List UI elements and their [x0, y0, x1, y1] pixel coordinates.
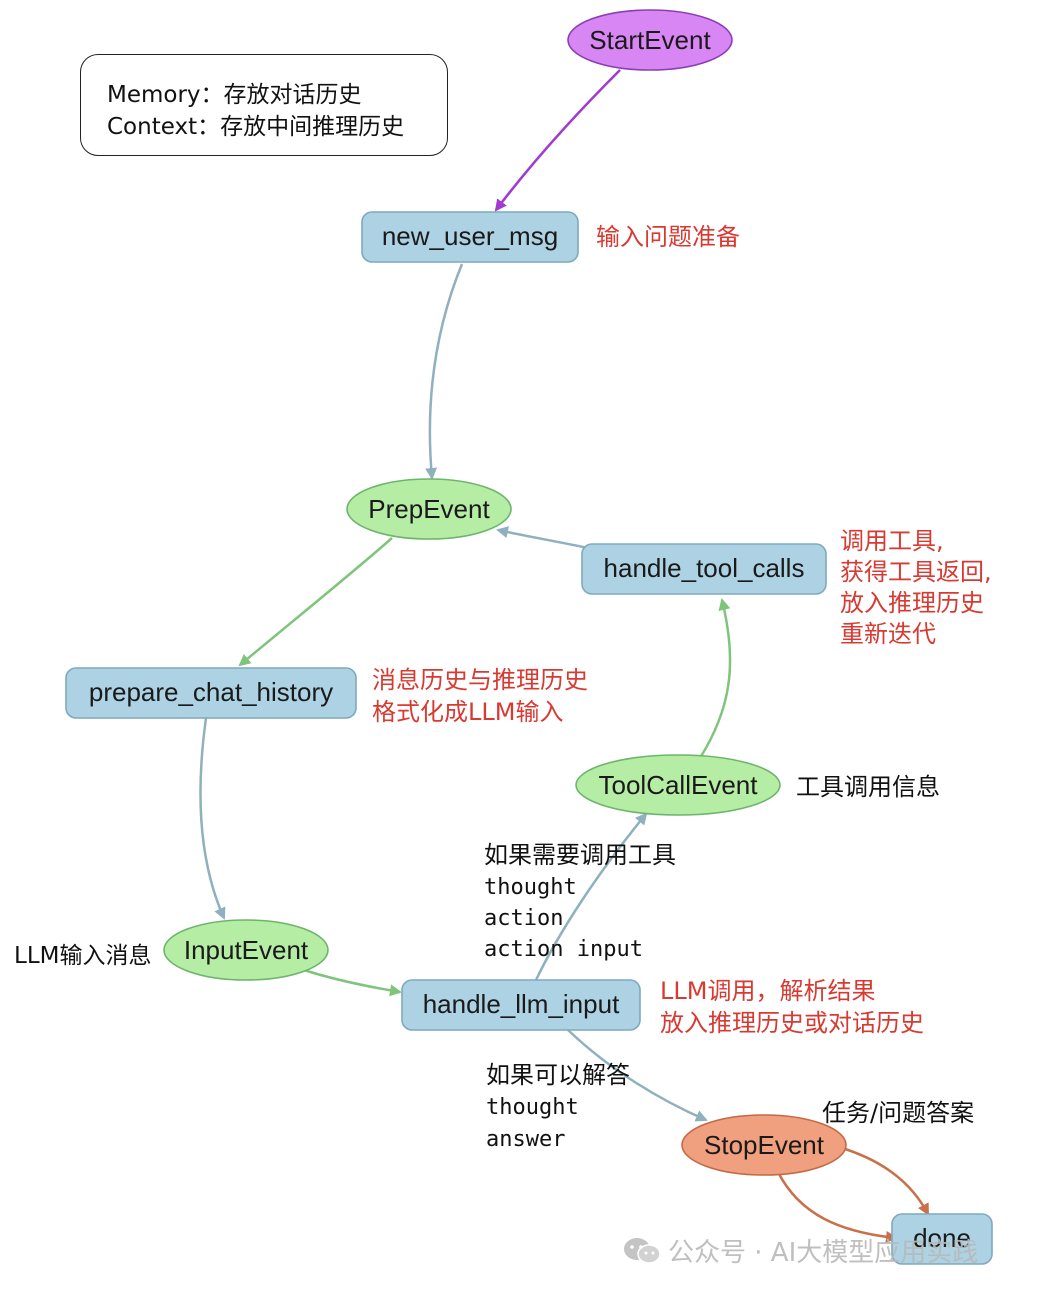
watermark: 公众号 · AI大模型应用实践: [668, 1238, 979, 1268]
edge-new-user-msg-to-prep: [425, 263, 464, 480]
edge-prep-to-prepare-chat: [238, 537, 393, 667]
svg-text:PrepEvent: PrepEvent: [368, 494, 490, 524]
svg-text:new_user_msg: new_user_msg: [382, 221, 558, 251]
svg-text:InputEvent: InputEvent: [184, 935, 309, 965]
memo-line-context: Context：存放中间推理历史: [107, 114, 405, 140]
branch-tool-action: action: [484, 906, 564, 931]
node-done: done: [891, 1213, 993, 1265]
note-tool-call-event: 工具调用信息: [796, 773, 940, 801]
edge-stop-to-done-b: [776, 1171, 898, 1243]
node-stop-event: StopEvent: [681, 1114, 847, 1176]
edge-input-to-handle-llm: [303, 968, 402, 997]
branch-answer-answer: answer: [486, 1127, 566, 1152]
edge-start-to-new-user-msg: [494, 69, 621, 212]
note-chat-history-2: 格式化成LLM输入: [372, 698, 564, 726]
svg-text:ToolCallEvent: ToolCallEvent: [599, 770, 759, 800]
edge-prepare-chat-to-input: [199, 717, 226, 920]
branch-tool-condition: 如果需要调用工具: [484, 841, 676, 869]
branch-tool-thought: thought: [484, 875, 577, 900]
note-llm-input-1: LLM调用，解析结果: [660, 977, 876, 1005]
node-new-user-msg: new_user_msg: [361, 211, 579, 263]
node-start-event: StartEvent: [567, 9, 733, 71]
edge-handle-llm-to-stop: [567, 1029, 708, 1122]
branch-tool-action-input: action input: [484, 937, 643, 962]
svg-text:handle_llm_input: handle_llm_input: [423, 989, 620, 1019]
memo-line-memory: Memory：存放对话历史: [107, 82, 362, 108]
node-tool-call-event: ToolCallEvent: [575, 754, 781, 816]
note-stop-event: 任务/问题答案: [822, 1099, 975, 1127]
node-prepare-chat-history: prepare_chat_history: [65, 667, 357, 719]
note-tool-calls-2: 获得工具返回,: [840, 558, 992, 586]
edge-handle-llm-to-toolcall: [534, 812, 648, 981]
wechat-icon: [624, 1238, 661, 1264]
branch-answer-thought: thought: [486, 1095, 579, 1120]
note-tool-calls-4: 重新迭代: [840, 620, 936, 648]
note-chat-history-1: 消息历史与推理历史: [372, 666, 588, 694]
note-input-event: LLM输入消息: [14, 943, 152, 969]
edge-handle-tool-to-prep: [496, 526, 589, 550]
edge-toolcall-to-handle-tool: [698, 598, 732, 759]
svg-text:StartEvent: StartEvent: [589, 25, 711, 55]
svg-text:handle_tool_calls: handle_tool_calls: [604, 553, 805, 583]
node-handle-llm-input: handle_llm_input: [401, 979, 641, 1031]
svg-text:done: done: [913, 1223, 971, 1253]
svg-text:StopEvent: StopEvent: [704, 1130, 825, 1160]
node-handle-tool-calls: handle_tool_calls: [581, 543, 827, 595]
node-input-event: InputEvent: [163, 919, 329, 981]
svg-text:prepare_chat_history: prepare_chat_history: [89, 677, 333, 707]
node-prep-event: PrepEvent: [346, 478, 512, 540]
memory-context-note: Memory：存放对话历史 Context：存放中间推理历史: [80, 54, 448, 156]
edge-stop-to-done-a: [841, 1146, 930, 1216]
note-tool-calls-3: 放入推理历史: [840, 589, 984, 617]
note-tool-calls-1: 调用工具,: [840, 527, 944, 555]
note-new-user-msg: 输入问题准备: [596, 223, 740, 251]
branch-answer-condition: 如果可以解答: [486, 1061, 630, 1089]
note-llm-input-2: 放入推理历史或对话历史: [660, 1009, 924, 1037]
